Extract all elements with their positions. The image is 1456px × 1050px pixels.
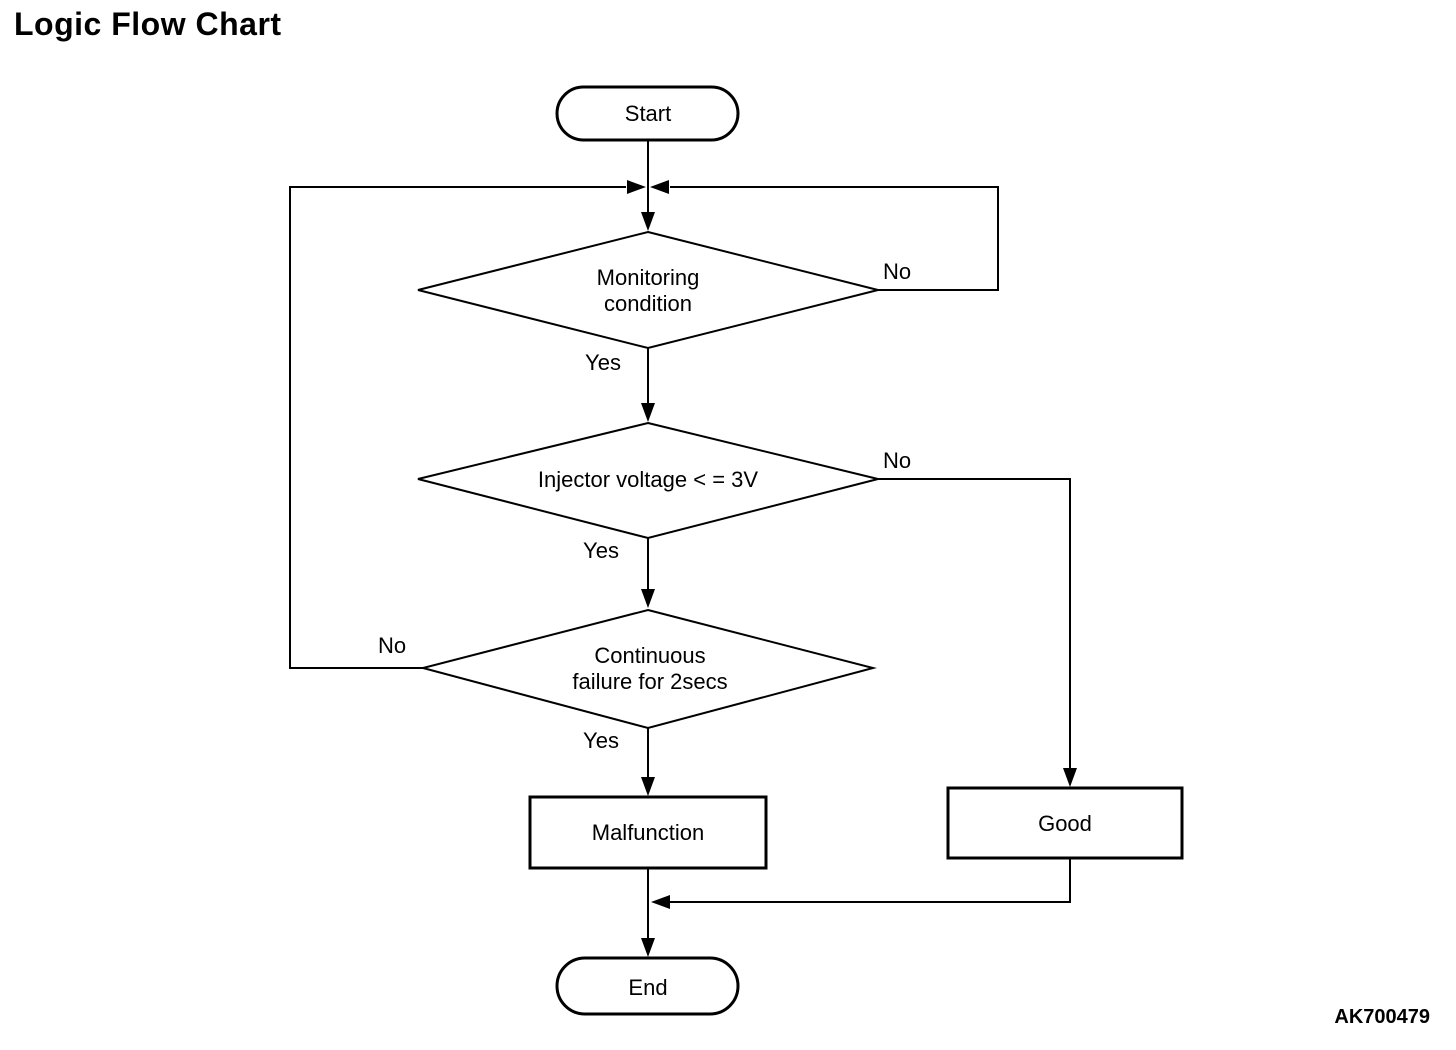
malfunction-box-shape	[528, 795, 768, 870]
continuous-node-label: Continuous failure for 2secs	[572, 643, 727, 695]
monitoring-label-line2: condition	[603, 291, 693, 316]
figure-code: AK700479	[1334, 1006, 1430, 1028]
end-node-shape	[555, 956, 740, 1016]
arrowhead-good-merge	[651, 895, 670, 909]
start-node-shape	[555, 85, 740, 142]
arrowhead-into-end	[641, 938, 655, 957]
edge-monitoring-no-loop	[670, 186, 999, 291]
injector-no-label: No	[882, 448, 912, 473]
injector-yes-label: Yes	[583, 538, 619, 563]
edge-injector-no	[878, 478, 1071, 769]
arrowhead-merge-from-left	[627, 180, 646, 194]
malfunction-node-label: Malfunction	[591, 820, 705, 845]
end-node-label: End	[628, 975, 668, 1000]
injector-decision-shape	[417, 421, 879, 540]
edge-good-to-merge	[669, 858, 1071, 903]
monitoring-yes-label: Yes	[585, 350, 621, 375]
arrowhead-into-continuous	[641, 589, 655, 608]
continuous-yes-label: Yes	[583, 728, 619, 753]
monitoring-node-label: Monitoring condition	[597, 265, 700, 317]
start-node-label: Start	[624, 101, 672, 126]
arrowhead-into-injector	[641, 403, 655, 422]
arrowhead-into-good	[1063, 768, 1077, 787]
good-box-shape	[946, 786, 1184, 860]
edge-continuous-no-loop	[289, 186, 626, 669]
arrowhead-merge-from-right	[650, 180, 669, 194]
arrowhead-into-malfunction	[641, 777, 655, 796]
continuous-decision-shape	[419, 608, 877, 730]
continuous-no-label: No	[377, 633, 407, 658]
monitoring-no-label: No	[882, 259, 912, 284]
monitoring-decision-shape	[417, 230, 879, 350]
page-title: Logic Flow Chart	[14, 6, 282, 42]
good-node-label: Good	[1038, 811, 1092, 836]
continuous-label-line1: Continuous	[594, 643, 706, 668]
arrowhead-into-monitoring	[641, 212, 655, 231]
injector-node-label: Injector voltage < = 3V	[537, 467, 759, 492]
monitoring-label-line1: Monitoring	[596, 265, 700, 290]
continuous-label-line2: failure for 2secs	[572, 669, 728, 694]
